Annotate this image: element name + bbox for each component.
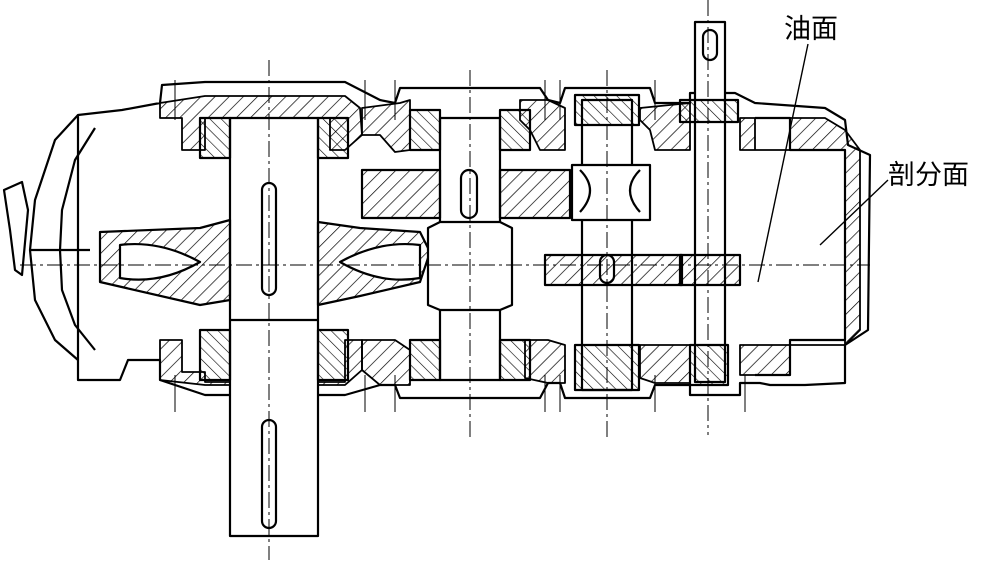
oil-surface-label: 油面 [784, 14, 838, 45]
center-lines [20, 0, 870, 560]
split-surface-label: 剖分面 [888, 160, 969, 191]
housing-walls [159, 95, 861, 386]
output-shaft [678, 20, 742, 387]
input-shaft [98, 116, 432, 538]
leader-lines [757, 43, 889, 283]
dimension-ticks [174, 80, 746, 412]
